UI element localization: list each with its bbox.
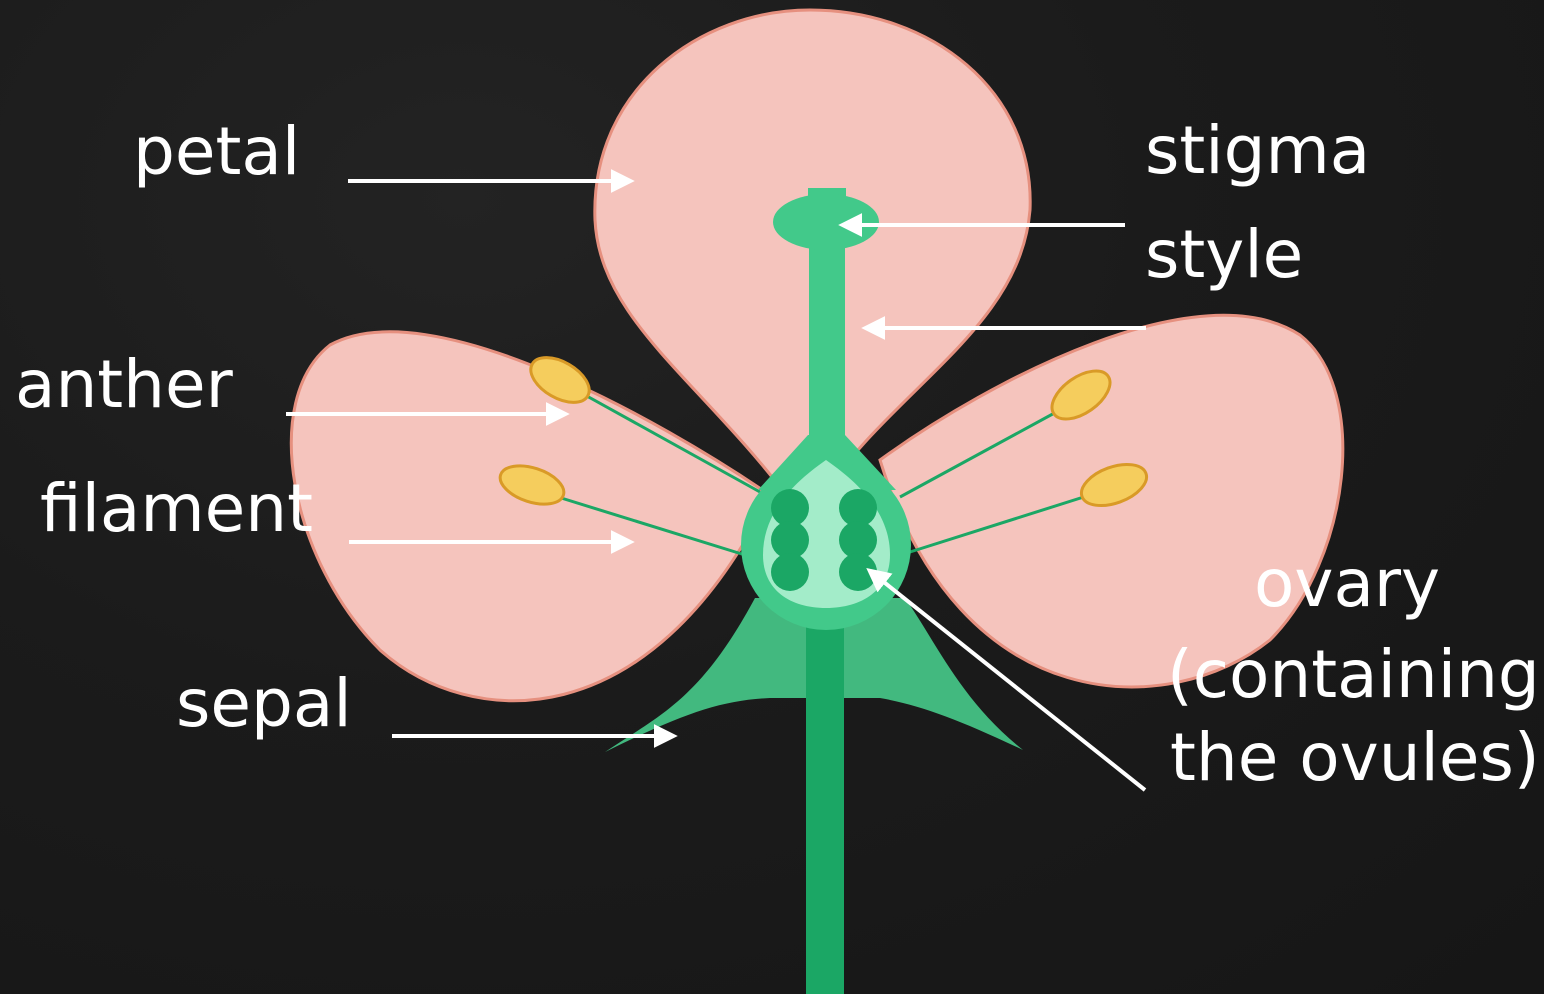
label-style: style <box>1145 216 1303 293</box>
label-petal: petal <box>133 113 300 190</box>
label-ovary-line2: (containing <box>1167 636 1540 713</box>
label-filament: filament <box>40 470 313 547</box>
ovule <box>771 553 809 591</box>
label-ovary-line1: ovary <box>1254 545 1440 622</box>
label-stigma: stigma <box>1145 112 1370 189</box>
label-anther: anther <box>15 346 234 423</box>
label-ovary-line3: the ovules) <box>1170 719 1540 796</box>
label-sepal: sepal <box>176 665 352 742</box>
stem <box>806 620 844 994</box>
stigma-shape <box>773 194 879 250</box>
